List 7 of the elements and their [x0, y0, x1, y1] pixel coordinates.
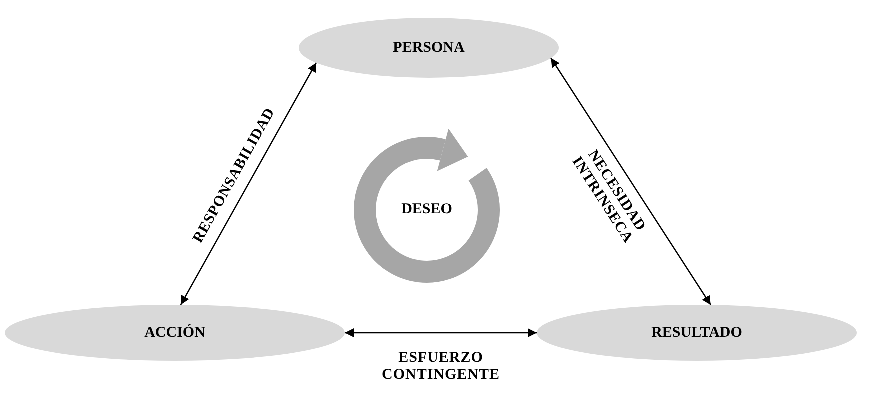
node-label: ACCIÓN [144, 324, 206, 342]
node-label: RESULTADO [652, 324, 742, 342]
double-arrow [180, 62, 317, 306]
node-label: PERSONA [393, 40, 465, 56]
center-label: DESEO [402, 202, 452, 218]
double-arrow [550, 58, 712, 306]
double-arrow [345, 328, 537, 338]
